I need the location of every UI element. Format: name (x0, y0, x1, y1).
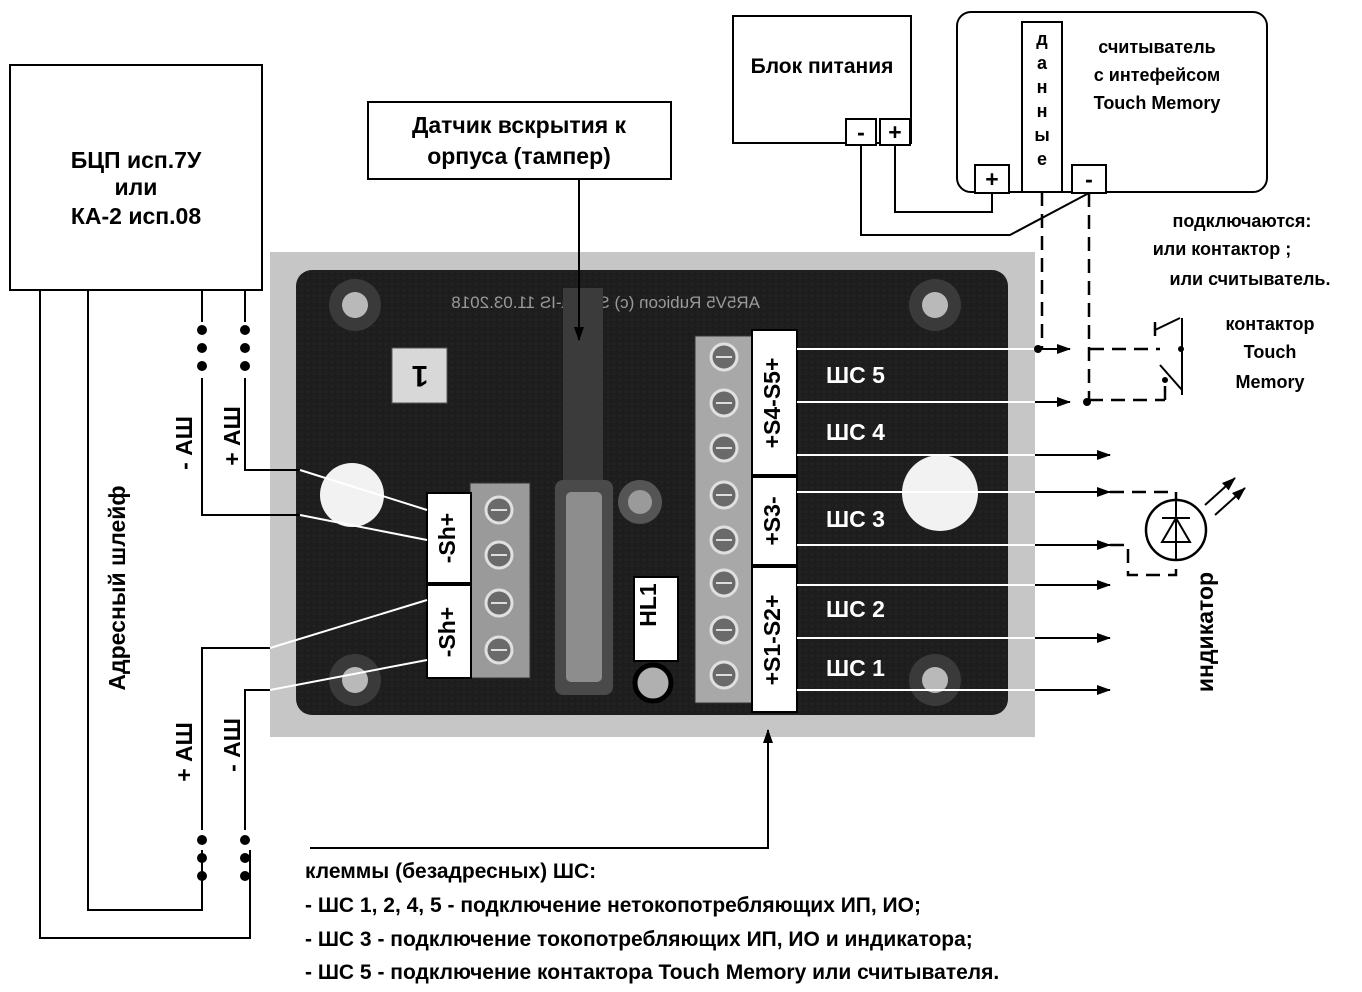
tamper-switch (563, 288, 603, 488)
panel-line2: или (115, 174, 158, 200)
control-panel-box (9, 64, 263, 291)
loop-label-5: ШС 5 (826, 362, 885, 388)
sh-lower-label: -Sh+ (434, 607, 460, 657)
notes-line3: - ШС 5 - подключение контактора Touch Me… (305, 961, 999, 984)
tamper-line2: орпуса (тампер) (427, 143, 611, 169)
panel-line3: КА-2 исп.08 (71, 203, 201, 229)
contactor-line1: контактор (1225, 314, 1314, 334)
loop-label-4: ШС 4 (826, 419, 885, 445)
loop-label-3: ШС 3 (826, 506, 885, 532)
reader-minus: - (1085, 166, 1093, 192)
terminal-screws (484, 342, 739, 690)
ash-plus-top: + АШ (219, 406, 245, 466)
sh-upper-label: -Sh+ (434, 513, 460, 563)
reader-line3: Touch Memory (1094, 93, 1221, 113)
reader-dashed-wires (1040, 192, 1167, 402)
mounting-hole (320, 463, 384, 527)
contactor-symbol (1153, 317, 1184, 395)
ash-plus-bottom: + АШ (171, 722, 197, 782)
address-loop-label: Адресный шлейф (104, 485, 130, 690)
notes-line2: - ШС 3 - подключение токопотребляющих ИП… (305, 928, 973, 951)
reader-data-letter: ы (1034, 125, 1049, 145)
led-hl1 (632, 662, 674, 704)
notes-line1: - ШС 1, 2, 4, 5 - подключение нетокопотр… (305, 894, 921, 917)
contactor-line2: Touch (1244, 342, 1297, 362)
reader-line1: считыватель (1098, 37, 1215, 57)
indicator-label: индикатор (1192, 572, 1218, 692)
psu-plus: + (888, 119, 901, 145)
terminal-s4-s5-label: +S4-S5+ (759, 358, 785, 449)
terminal-s1-s2-label: +S1-S2+ (759, 595, 785, 686)
connect-note-line1: подключаются: (1173, 211, 1312, 231)
contactor-line3: Memory (1235, 372, 1304, 392)
tamper-line1: Датчик вскрытия к (412, 112, 627, 138)
break-dots (197, 325, 250, 881)
reader-line2: с интефейсом (1094, 65, 1220, 85)
reader-data-letter: н (1037, 101, 1048, 121)
notes-title: клеммы (безадресных) ШС: (305, 860, 596, 883)
panel-line1: БЦП исп.7У (71, 147, 202, 173)
loop-label-2: ШС 2 (826, 596, 885, 622)
board-photo: AR5V5 Rubicon (c) Sigma-IS 11.03.2018 1 (270, 252, 1035, 737)
board-marker: 1 (412, 359, 429, 392)
loop-label-1: ШС 1 (826, 655, 885, 681)
ash-minus-bottom: - АШ (219, 718, 245, 772)
power-wires (860, 145, 1090, 236)
connect-note-line3: или считыватель. (1170, 269, 1331, 289)
reader-data-letter: е (1037, 149, 1047, 169)
reader-data-letter: а (1037, 53, 1048, 73)
terminal-s3-label: +S3- (759, 496, 785, 545)
tamper-label-box (367, 101, 672, 180)
psu-minus: - (857, 119, 865, 145)
reader-data-letter: д (1036, 29, 1048, 49)
led-label: HL1 (635, 583, 661, 627)
loop-wires (797, 344, 1111, 695)
indicator-led-symbol (1110, 477, 1246, 577)
connect-note-line2: или контактор ; (1153, 239, 1292, 259)
reader-data-letter: н (1037, 77, 1048, 97)
silkscreen-text: AR5V5 Rubicon (c) Sigma-IS 11.03.2018 (451, 293, 760, 312)
power-supply-title: Блок питания (751, 55, 894, 78)
notes-pointer (310, 729, 773, 849)
reader-plus: + (985, 166, 998, 192)
ash-minus-top: - АШ (171, 416, 197, 470)
